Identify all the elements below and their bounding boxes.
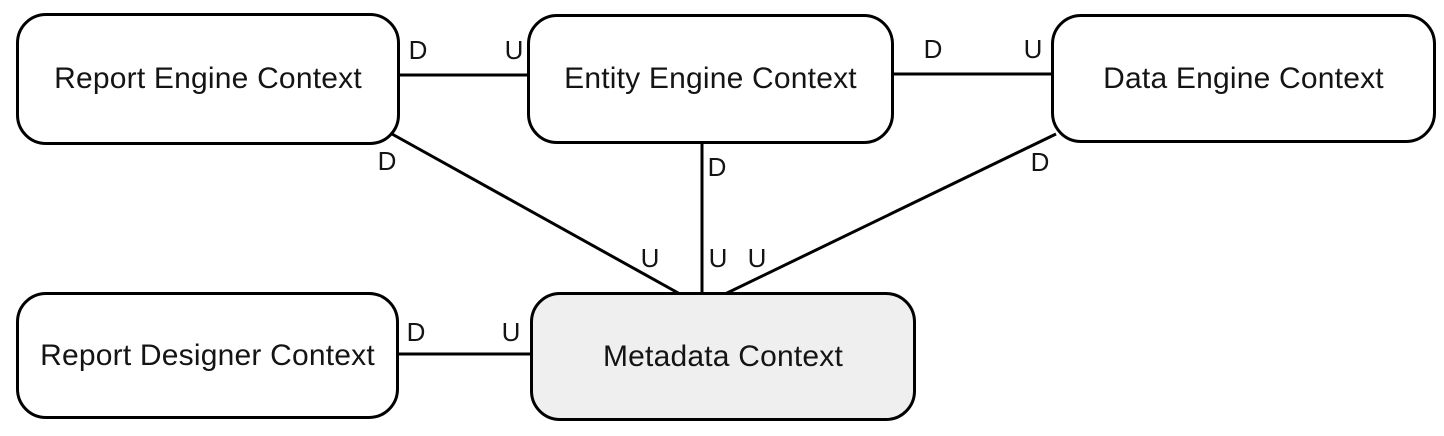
edge-label-d-data-engine-to-metadata: D <box>1030 147 1050 177</box>
node-label-entity-engine-context: Entity Engine Context <box>564 62 857 95</box>
node-report-designer-context: Report Designer Context <box>16 292 399 419</box>
edge-label-u-report-designer-to-metadata: U <box>501 317 521 347</box>
edge-line-report-engine-to-metadata <box>391 132 681 296</box>
edge-label-d-report-engine-to-entity-engine: D <box>408 35 428 65</box>
edge-line-data-engine-to-metadata <box>724 132 1057 296</box>
edge-label-d-report-designer-to-metadata: D <box>406 317 426 347</box>
edge-label-d-report-engine-to-metadata: D <box>377 146 397 176</box>
node-label-report-designer-context: Report Designer Context <box>40 338 375 372</box>
edge-label-u-entity-engine-to-data-engine: U <box>1023 34 1043 64</box>
edge-label-d-entity-engine-to-data-engine: D <box>923 34 943 64</box>
edge-label-u-entity-engine-to-metadata: U <box>708 243 728 273</box>
node-report-engine-context: Report Engine Context <box>16 13 400 145</box>
node-data-engine-context: Data Engine Context <box>1051 14 1436 143</box>
node-label-metadata-context: Metadata Context <box>602 339 843 373</box>
node-metadata-context: Metadata Context <box>530 292 916 421</box>
node-label-data-engine-context: Data Engine Context <box>1103 61 1384 95</box>
edge-label-u-data-engine-to-metadata: U <box>747 243 767 273</box>
edge-label-u-report-engine-to-entity-engine: U <box>504 35 524 65</box>
edge-label-u-report-engine-to-metadata: U <box>640 243 660 273</box>
edge-label-d-entity-engine-to-metadata: D <box>707 152 727 182</box>
node-label-report-engine-context: Report Engine Context <box>54 62 362 95</box>
node-entity-engine-context: Entity Engine Context <box>527 14 894 144</box>
